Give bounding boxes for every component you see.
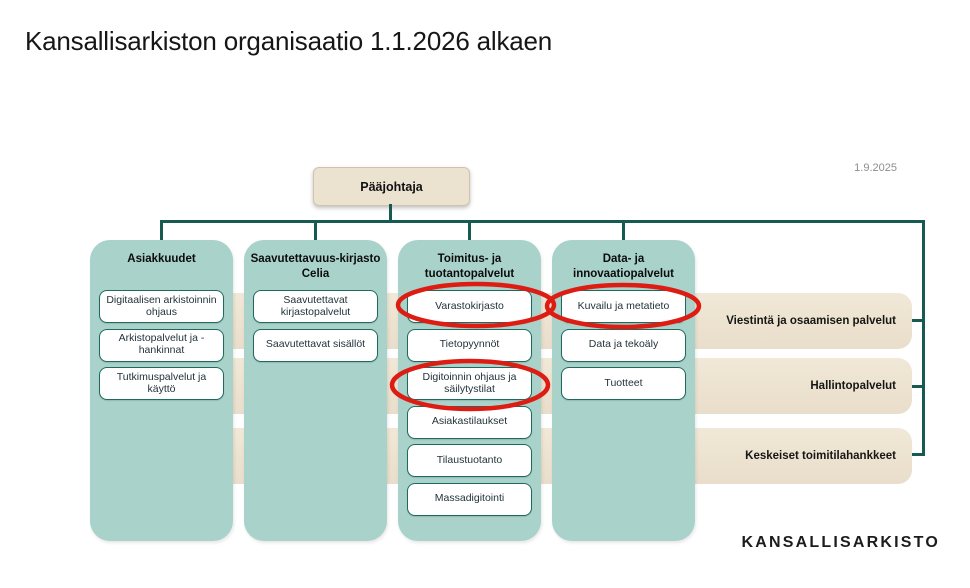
org-column-asiakkuudet: Asiakkuudet Digitaalisen arkistoinnin oh… [90, 240, 233, 541]
org-unit-arkistopalvelut-ja-hankinnat: Arkistopalvelut ja - hankinnat [99, 328, 224, 362]
org-column-saavutettavuuskirjasto-celia: Saavutettavuus-kirjasto Celia Saavutetta… [244, 240, 387, 541]
column-header: Data- ja innovaatiopalvelut [573, 253, 674, 280]
org-unit-tilaustuotanto: Tilaustuotanto [407, 444, 532, 477]
org-unit-tutkimuspalvelut-ja-kaytto: Tutkimuspalvelut ja käyttö [99, 367, 224, 400]
connector-drop-col1 [160, 220, 163, 240]
org-column-data-ja-innovaatiopalvelut: Data- ja innovaatiopalvelut Kuvailu ja m… [552, 240, 695, 541]
column-units: Saavutettavat kirjastopalvelut Saavutett… [244, 290, 387, 362]
column-header: Saavutettavuus-kirjasto Celia [250, 253, 381, 280]
side-bar-label: Keskeiset toimitilahankkeet [745, 450, 896, 462]
connector-root-stub [389, 204, 392, 221]
org-unit-kuvailu-ja-metatieto: Kuvailu ja metatieto [561, 290, 686, 323]
org-unit-tuotteet: Tuotteet [561, 367, 686, 400]
column-units: Kuvailu ja metatieto Data ja tekoäly Tuo… [552, 290, 695, 400]
org-unit-massadigitointi: Massadigitointi [407, 482, 532, 516]
page-title: Kansallisarkiston organisaatio 1.1.2026 … [25, 26, 553, 56]
column-header: Asiakkuudet [127, 253, 196, 265]
connector-tick-bar3 [908, 453, 924, 456]
org-unit-digitoinnin-ohjaus-ja-sailytystilat: Digitoinnin ohjaus ja säilytystilat [407, 367, 532, 400]
connector-drop-col3 [468, 220, 471, 240]
org-unit-asiakastilaukset: Asiakastilaukset [407, 405, 532, 439]
connector-vertical-right [922, 220, 925, 456]
org-column-toimitus-ja-tuotantopalvelut: Toimitus- ja tuotantopalvelut Varastokir… [398, 240, 541, 541]
connector-tick-bar2 [908, 385, 924, 388]
org-unit-saavutettavat-kirjastopalvelut: Saavutettavat kirjastopalvelut [253, 290, 378, 323]
connector-horizontal-main [161, 220, 925, 223]
column-units: Varastokirjasto Tietopyynnöt Digitoinnin… [398, 290, 541, 516]
column-units: Digitaalisen arkistoinnin ohjaus Arkisto… [90, 290, 233, 400]
side-bar-label: Hallintopalvelut [810, 380, 896, 392]
org-unit-data-ja-tekoaly: Data ja tekoäly [561, 328, 686, 362]
kansallisarkisto-logo: KANSALLISARKISTO [741, 534, 940, 551]
org-unit-varastokirjasto: Varastokirjasto [407, 290, 532, 323]
date-note: 1.9.2025 [854, 162, 897, 174]
connector-drop-col4 [622, 220, 625, 240]
connector-tick-bar1 [908, 319, 924, 322]
column-header: Toimitus- ja tuotantopalvelut [424, 253, 515, 280]
org-root-paajohtaja: Pääjohtaja [313, 167, 470, 206]
connector-drop-col2 [314, 220, 317, 240]
side-bar-label: Viestintä ja osaamisen palvelut [726, 315, 896, 327]
org-unit-tietopyynnot: Tietopyynnöt [407, 328, 532, 362]
org-unit-saavutettavat-sisallot: Saavutettavat sisällöt [253, 328, 378, 362]
org-unit-digitaalisen-arkistoinnin-ohjaus: Digitaalisen arkistoinnin ohjaus [99, 290, 224, 323]
